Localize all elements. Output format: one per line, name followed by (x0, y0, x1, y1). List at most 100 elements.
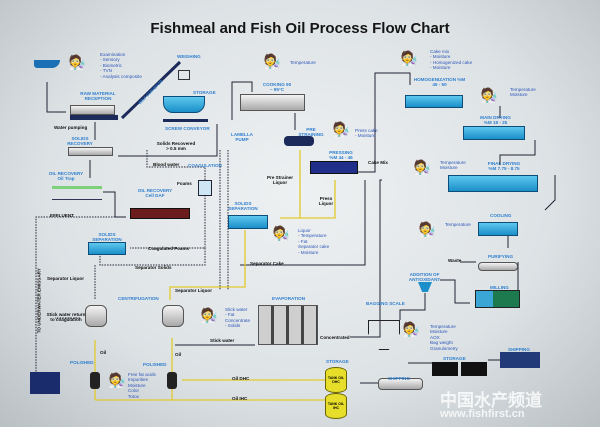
cooker (240, 94, 305, 111)
inspector-icon: 🧑‍🔬 (108, 372, 126, 388)
raw-material-tank (70, 115, 118, 120)
label-pressing: PRESSING %M 44 - 46 (329, 150, 353, 161)
label-antioxidant: ADDITION OF ANTIOXIDANT (408, 272, 441, 283)
inspector-icon: 🧑‍🔬 (413, 159, 431, 175)
inspector-icon: 🧑‍🔬 (68, 54, 86, 70)
label-cooking: COOKING 90 – 95°C (262, 82, 292, 93)
label-milling: MILLING (490, 285, 509, 290)
label-pre-strainer-liquor: Pre Strainer Liquor (266, 175, 294, 186)
inspector-icon: 🧑‍🔬 (263, 53, 281, 69)
label-oil-ihc: Oil IHC (232, 396, 248, 401)
label-storage-bags: STORAGE (443, 356, 466, 361)
label-oil-2: Oil (175, 352, 182, 357)
inspector-icon: 🧑‍🔬 (200, 307, 218, 323)
label-oil-1: Oil (100, 350, 107, 355)
label-storage-oil: STORAGE (326, 359, 349, 364)
raw-material-hopper (70, 105, 115, 115)
inspector-icon: 🧑‍🔬 (332, 121, 350, 137)
label-lamella-pump: LAMELLA PUMP (231, 132, 253, 143)
label-separator-solids: Separator Solids (135, 265, 172, 270)
weighing-hopper (178, 70, 190, 80)
label-cake-mix: Cake Mix (368, 160, 388, 165)
cooler (478, 222, 518, 236)
label-polished-1: POLISHED (70, 360, 94, 365)
dissolved-air-flotation-cell (130, 208, 190, 219)
label-blood-water: Blood water (153, 162, 180, 167)
label-polished-2: POLISHED (143, 362, 167, 367)
label-solids-recovered: Solids Recovered > 0.5 mm (156, 141, 196, 152)
storage-pallets (432, 362, 488, 376)
storage-silos (163, 96, 205, 113)
label-separator-liquor-1: Separator Liquor (47, 276, 85, 281)
belt-conveyor (120, 60, 182, 120)
label-final-drying: FINAL DRYING %M 7.75 - 8.75 (487, 161, 521, 172)
label-stick-water-return: Stick water return to coagulation (46, 312, 86, 323)
label-weighing: WEIGHING (177, 54, 201, 59)
boat-icon (34, 60, 60, 68)
label-purifying: PURIFYING (488, 254, 514, 259)
examination-list: Examination- Sensory- Biometric- TVN- An… (100, 52, 142, 79)
inspector-icon: 🧑‍🔬 (418, 221, 436, 237)
homogenizer (405, 95, 463, 108)
label-solids-separation: SOLIDS SEPARATION (228, 201, 258, 212)
inspector-icon: 🧑‍🔬 (480, 87, 498, 103)
inspector-icon: 🧑‍🔬 (272, 225, 290, 241)
decanter-coagulated-foams (88, 242, 126, 255)
final-dryer (448, 175, 538, 192)
tank-oil-dhc: TANK OIL DHC (325, 367, 347, 393)
label-press-liquor: Press Liquor (318, 196, 334, 207)
label-shipping-oil: SHIPPING (388, 376, 410, 381)
label-underwater-emissary: TO UNDERWATER EMISSARY (36, 268, 42, 334)
label-stick-water: Stick water (210, 338, 235, 343)
separator-centrifuge-2 (162, 305, 184, 327)
purifier (478, 262, 518, 271)
underwater-emissary-icon (30, 372, 60, 394)
label-bagging-scale: BAGGING SCALE (366, 301, 405, 306)
label-water-pumping: Water pumping (54, 125, 88, 130)
label-temperature: Temperature (290, 60, 316, 65)
pre-strainer (284, 136, 314, 146)
tank-oil-ihc: TANK OIL IHC (325, 393, 347, 419)
chart-title: Fishmeal and Fish Oil Process Flow Chart (150, 20, 450, 37)
antioxidant-hopper (418, 282, 432, 292)
label-screw-conveyor: SCREW CONVEYOR (165, 126, 210, 131)
label-foams: Foams (177, 181, 192, 186)
label-shipping-meal: SHIPPING (508, 347, 530, 352)
watermark-url: www.fishfirst.cn (440, 408, 525, 420)
solids-recovery-unit (68, 147, 113, 156)
label-cooling-temperature: Temperature (445, 222, 471, 227)
separator-centrifuge-1 (85, 305, 107, 327)
polisher-2 (167, 372, 177, 389)
label-coagulation: COAGULATION (188, 163, 222, 168)
decanter-solids-separation (228, 215, 268, 229)
label-solids-separation-2: SOLIDS SEPARATION (92, 232, 122, 243)
label-effluent: EFFLUENT (50, 213, 74, 218)
cake-mix-list: Cake mix- Moisture- Homogenized cake- Mo… (430, 49, 473, 71)
label-oil-trap: OIL RECOVERY Oil Trap (48, 171, 84, 182)
label-pre-straining: PRE STRAINING (298, 127, 324, 138)
screw-conveyor (163, 119, 208, 122)
label-cell-daf: OIL RECOVERY Cell DAF (137, 188, 173, 199)
press-cake-list: Press cake- Moisture (355, 128, 378, 139)
inspector-icon: 🧑‍🔬 (402, 321, 420, 337)
shipping-tanker-truck (378, 378, 423, 390)
shipping-truck-meal (500, 352, 540, 368)
label-solids-recovery: SOLIDS RECOVERY (67, 136, 93, 147)
label-coagulated-foams: Coagulated Foams (148, 246, 190, 251)
label-separator-cake: Separator Cake (250, 261, 284, 266)
label-oil-dhc: Oil DHC (232, 376, 250, 381)
label-cooling: COOLING (490, 213, 512, 218)
watermark-chinese: 中国水产频道 (440, 391, 542, 410)
main-dryer (463, 126, 525, 140)
label-homogenization: HOMOGENIZATION %M 45 - 50 (413, 77, 466, 88)
label-evaporation: EVAPORATION (272, 296, 306, 301)
label-centrifugation: CENTRIFUGATION (118, 296, 159, 301)
evaporator (258, 305, 318, 345)
